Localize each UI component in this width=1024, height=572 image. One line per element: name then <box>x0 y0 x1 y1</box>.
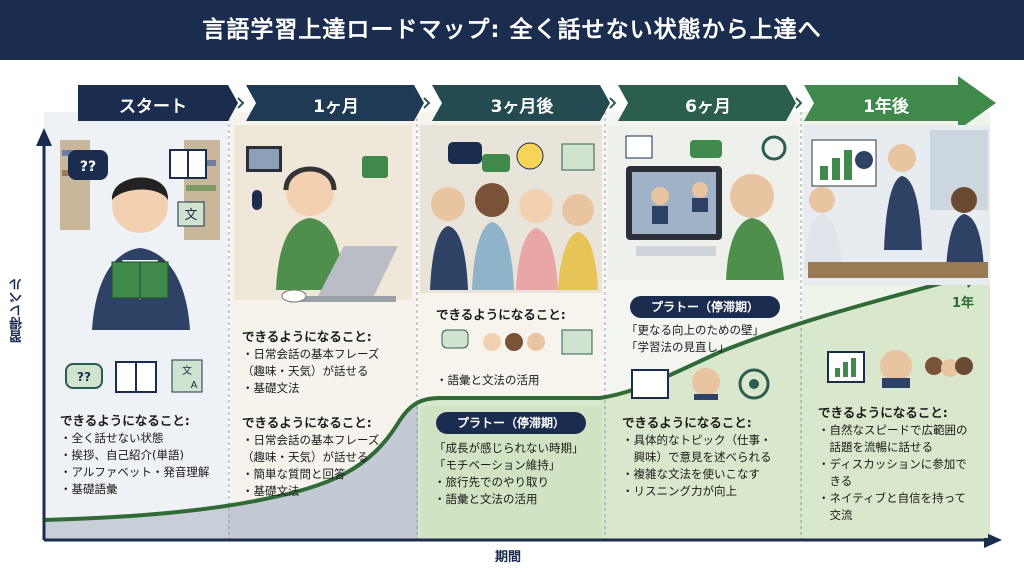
list-item: ・全く話せない状態 <box>60 431 164 445</box>
x-axis-arrowhead <box>984 532 1002 548</box>
svg-text:??: ?? <box>77 370 91 384</box>
illustration-start: ?? 文 <box>60 140 220 330</box>
illustration-6m <box>608 125 798 280</box>
stage-label-1y: 1年後 <box>863 97 909 117</box>
list-item: ・基礎語彙 <box>60 482 118 496</box>
illustration-1m <box>234 125 412 303</box>
list-item: ・挨拶、自己紹介(単語) <box>60 448 184 462</box>
list-1m: ・日常会話の基本フレーズ （趣味・天気）が話せる ・基礎文法 <box>242 346 379 397</box>
list-item: 「モチベーション維持」 <box>434 458 561 472</box>
progress-curve <box>43 274 969 522</box>
progress-area-start <box>44 506 228 540</box>
list-1m-second: ・日常会話の基本フレーズ （趣味・天気）が話せる ・簡単な質問と回答 ・基礎文法 <box>242 432 379 500</box>
y-axis-label: 習得レベル <box>10 278 25 343</box>
list-item: 話題を流暢に話せる <box>818 440 933 454</box>
list-item: ・語彙と文法の活用 <box>434 492 538 506</box>
plateau-box-1y-bg <box>804 390 988 538</box>
list-item: ・アルファベット・発音理解 <box>60 465 210 479</box>
list-item: ・複雑な文法を使いこなす <box>622 467 760 481</box>
caption-6m: できるようになること: <box>622 415 752 430</box>
illustration-1y <box>804 125 990 285</box>
plateau-badge-3m: プラトー（停滞期） <box>436 412 586 434</box>
icons-start: ?? 文 A <box>65 359 203 393</box>
list-item: （趣味・天気）が話せる <box>242 450 369 464</box>
caption-1m-second: できるようになること: <box>242 415 372 430</box>
svg-text:文: 文 <box>182 364 192 377</box>
list-item: ・ネイティブと自信を持って <box>818 491 967 505</box>
list-item: ・語彙と文法の活用 <box>436 373 540 387</box>
list-item: ・日常会話の基本フレーズ <box>242 433 380 447</box>
list-item: きる <box>818 474 853 488</box>
stage-label-1m: 1ヶ月 <box>313 97 359 117</box>
list-6m: ・具体的なトピック（仕事・ 興味）で意見を述べられる ・複雑な文法を使いこなす … <box>622 432 772 500</box>
progress-area-1m <box>228 402 418 540</box>
plateau-list-6m: 「更なる向上のための壁」 「学習法の見直し」 <box>626 322 764 356</box>
list-start: ・全く話せない状態 ・挨拶、自己紹介(単語) ・アルファベット・発音理解 ・基礎… <box>60 430 209 498</box>
list-item: ・基礎文法 <box>242 484 300 498</box>
list-item: ・リスニング力が向上 <box>622 484 737 498</box>
plateau-badge-6m: プラトー（停滞期） <box>630 296 780 318</box>
chevron-6m <box>618 85 796 121</box>
caption-3m: できるようになること: <box>436 307 566 322</box>
list-item: 「更なる向上のための壁」 <box>626 323 764 337</box>
plateau-list-3m: 「成長が感じられない時期」 「モチベーション維持」 ・旅行先でのやり取り ・語彙… <box>434 440 584 508</box>
list-item: （趣味・天気）が話せる <box>242 364 369 378</box>
chevron-1m <box>246 85 424 121</box>
x-axis-label: 期間 <box>495 550 522 565</box>
list-item: ・具体的なトピック（仕事・ <box>622 433 772 447</box>
icons-6m <box>631 368 770 404</box>
list-item: ・旅行先でのやり取り <box>434 475 549 489</box>
chevron-start <box>78 85 238 121</box>
icons-1y <box>827 350 973 388</box>
illustration-3m <box>420 125 602 293</box>
caption-start: できるようになること: <box>60 413 190 428</box>
list-item: ・ディスカッションに参加で <box>818 457 967 471</box>
stage-label-start: スタート <box>119 97 187 117</box>
y-axis-arrowhead <box>36 128 52 146</box>
caption-1y: できるようになること: <box>818 405 948 420</box>
page-title: 言語学習上達ロードマップ: 全く話せない状態から上達へ <box>202 17 822 43</box>
list-item: 興味）で意見を述べられる <box>622 450 772 464</box>
list-item: ・簡単な質問と回答 <box>242 467 346 481</box>
chevron-3m <box>432 85 610 121</box>
stage-label-3m: 3ヶ月後 <box>490 97 554 117</box>
list-item: ・基礎文法 <box>242 381 300 395</box>
icons-3m <box>441 329 593 355</box>
plateau-box-6m-bg <box>608 400 798 538</box>
list-item: ・日常会話の基本フレーズ <box>242 347 380 361</box>
svg-text:A: A <box>191 380 198 391</box>
milestone-marker: 1年 <box>952 296 975 311</box>
list-1y: ・自然なスピードで広範囲の 話題を流暢に話せる ・ディスカッションに参加で きる… <box>818 422 968 524</box>
svg-text:文: 文 <box>184 208 197 223</box>
svg-text:??: ?? <box>80 159 96 175</box>
list-item: 「学習法の見直し」 <box>626 340 730 354</box>
stage-label-6m: 6ヶ月 <box>685 97 731 117</box>
list-item: 「成長が感じられない時期」 <box>434 441 584 455</box>
list-item: ・自然なスピードで広範囲の <box>818 423 968 437</box>
chevron-1y <box>804 76 996 130</box>
caption-1m: できるようになること: <box>242 329 372 344</box>
title-bar <box>0 0 1024 60</box>
list-3m: ・語彙と文法の活用 <box>436 372 540 389</box>
list-item: 交流 <box>818 508 853 522</box>
